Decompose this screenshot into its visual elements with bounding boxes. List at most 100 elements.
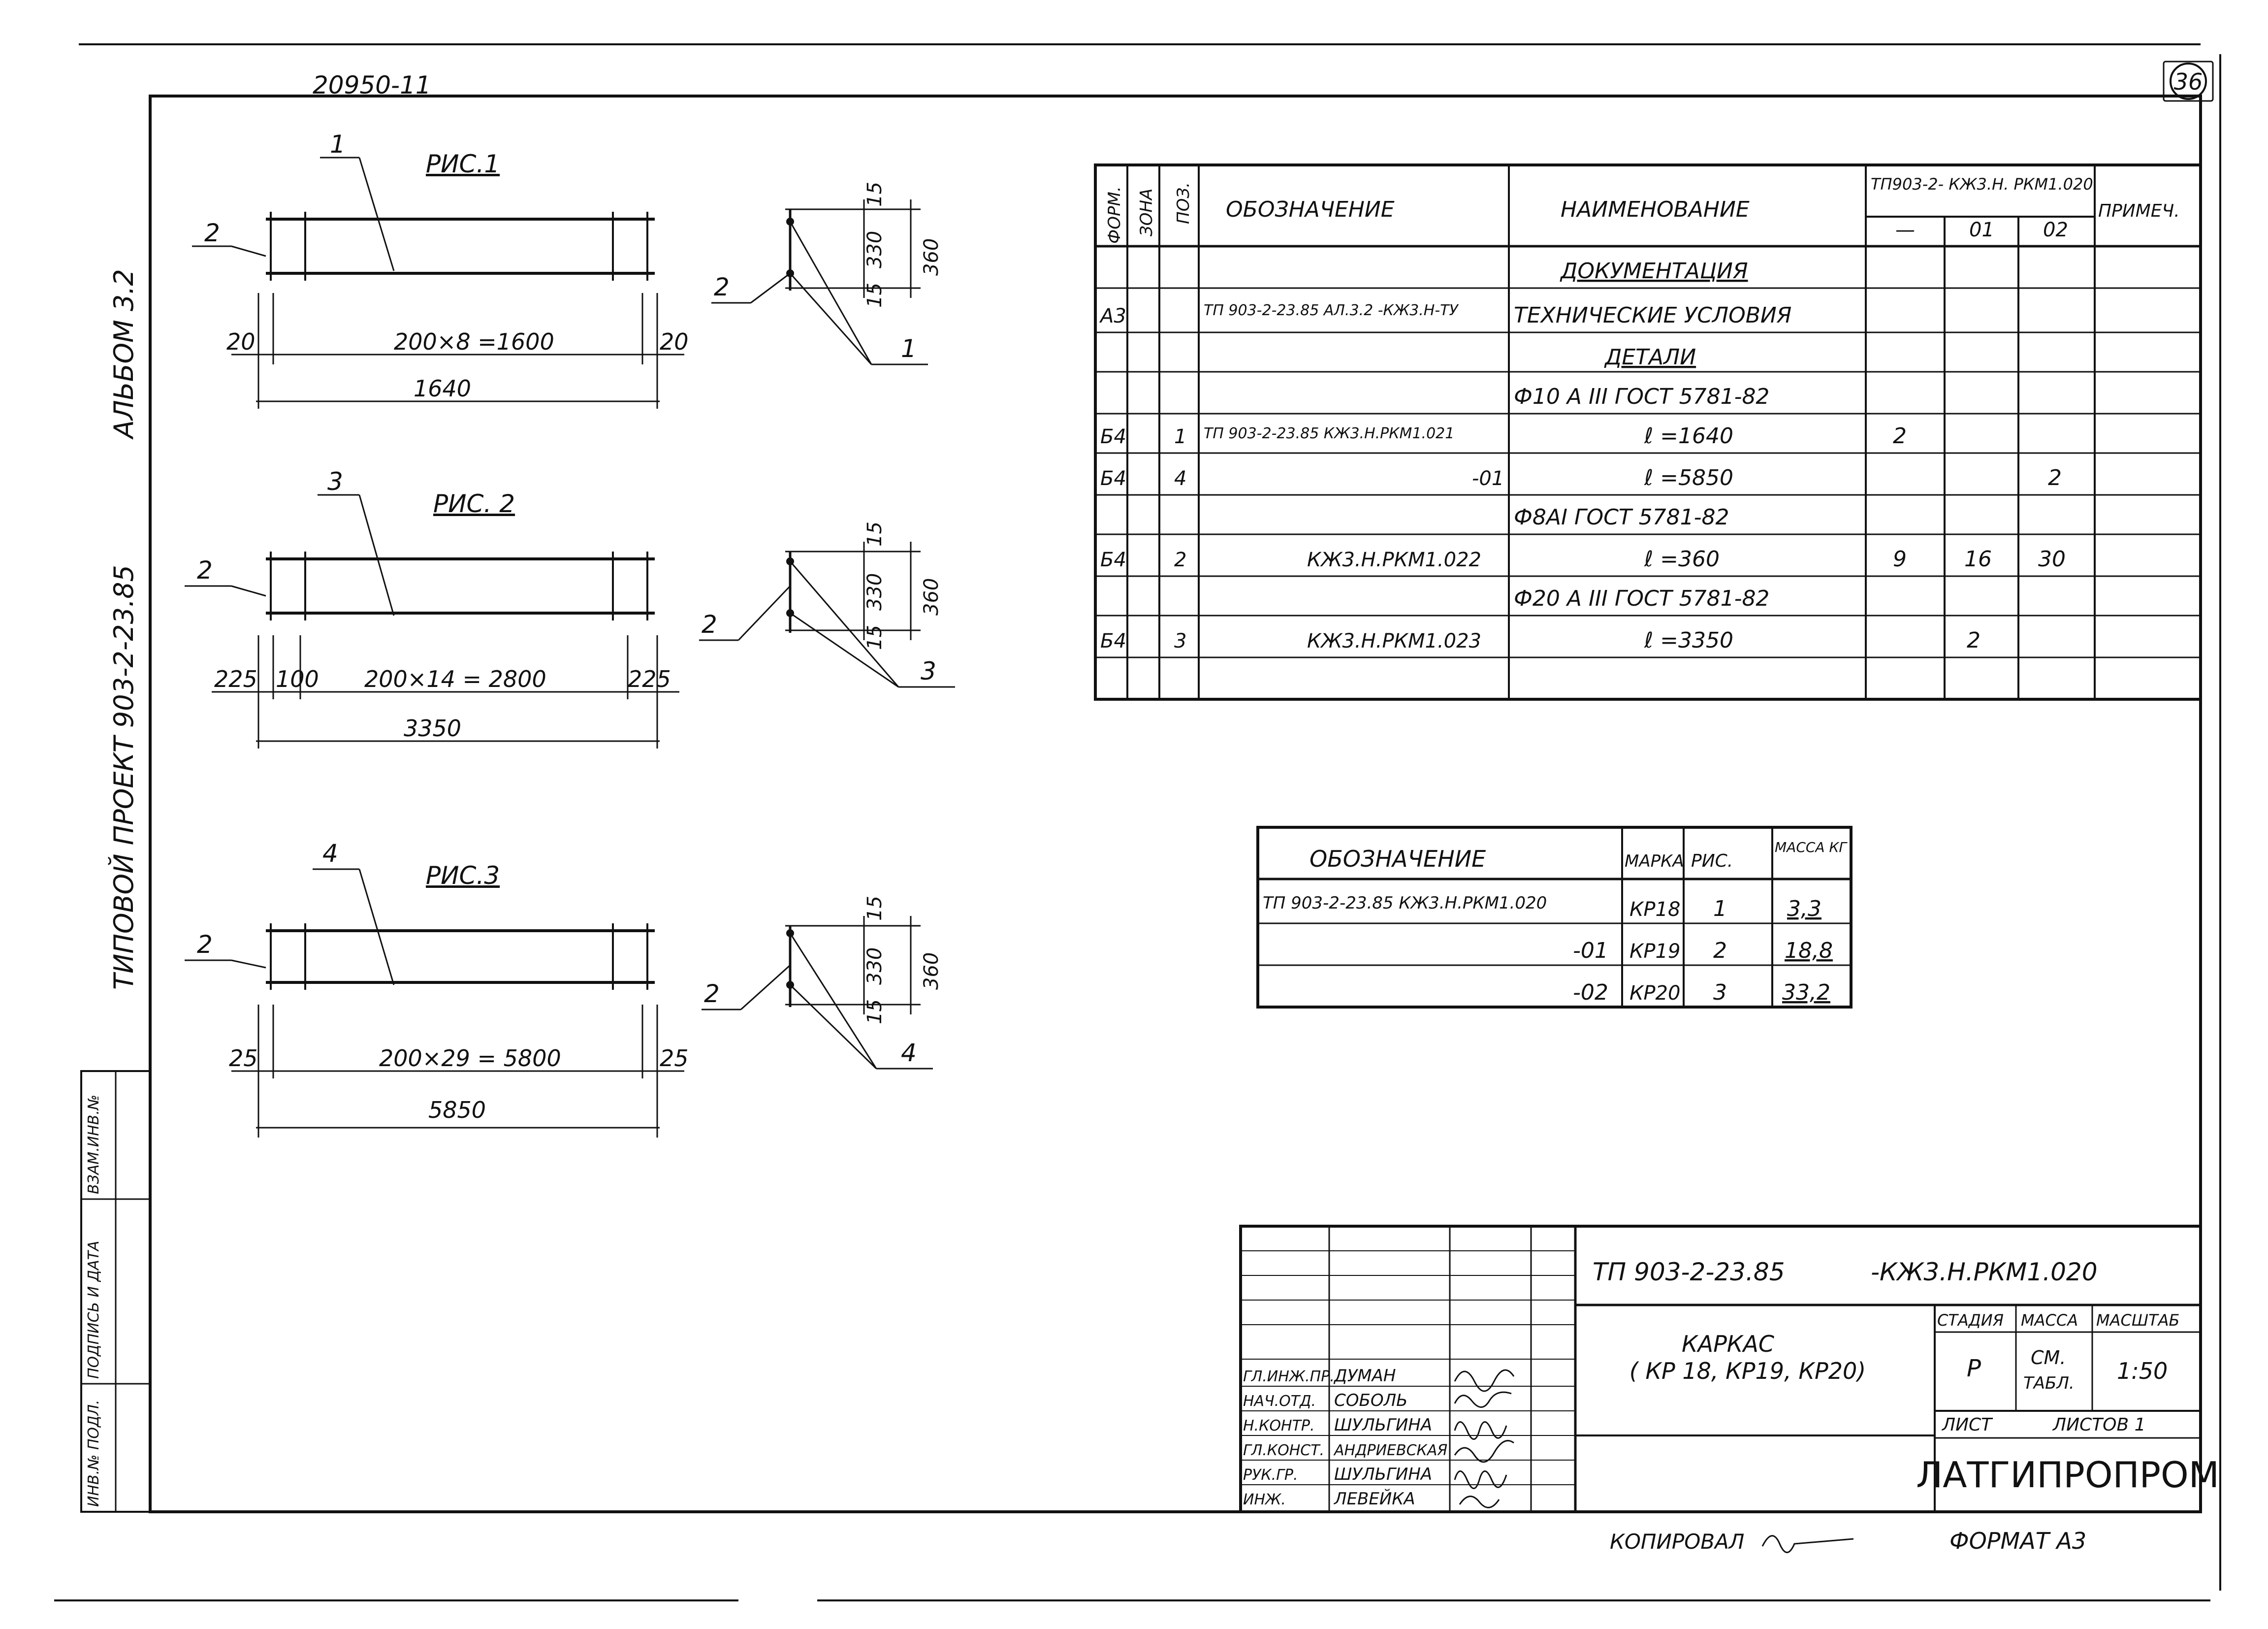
figure-1-title: РИС.1 — [426, 150, 500, 178]
figure-2-dim-mid: 330 — [863, 573, 886, 611]
spec-row-8-pos: 2 — [1174, 549, 1186, 571]
mark-row-3-designation: -02 — [1573, 980, 1608, 1005]
spec-header-form: ФОРМ. — [1105, 186, 1124, 244]
spec-header-zone: ЗОНА — [1137, 189, 1156, 236]
spec-row-4-name: Ф10 А III ГОСТ 5781-82 — [1514, 384, 1769, 409]
mark-row-3-mark: КР20 — [1629, 982, 1680, 1005]
spec-header-designation: ОБОЗНАЧЕНИЕ — [1226, 197, 1395, 222]
role-2: НАЧ.ОТД. — [1243, 1393, 1316, 1410]
figure-2-left-offset: 225 — [214, 666, 257, 692]
spec-row-6-designation: -01 — [1472, 467, 1504, 490]
spec-row-8-designation: КЖ3.Н.РКМ1.022 — [1307, 549, 1481, 571]
mark-table: ОБОЗНАЧЕНИЕ МАРКА РИС. МАССА КГ ТП 903-2… — [1256, 826, 1853, 1009]
figure-3-span: 200×29 = 5800 — [379, 1045, 561, 1072]
mark-row-2-mass: 18,8 — [1785, 938, 1833, 963]
figure-2-pos-rod: 2 — [197, 556, 213, 585]
title-code: ТП 903-2-23.85 — [1593, 1258, 1785, 1286]
spec-row-6-c2: 2 — [2048, 465, 2062, 490]
spec-header-col-01: 01 — [1969, 219, 1994, 241]
spec-header-group: ТП903-2- КЖ3.Н. РКМ1.020 — [1871, 175, 2093, 194]
mass-label: МАССА — [2021, 1311, 2078, 1330]
project-label: ТИПОВОЙ ПРОЕКТ 903-2-23.85 — [108, 565, 139, 990]
figure-1-span: 200×8 =1600 — [394, 328, 554, 355]
figure-3-dim-total: 360 — [920, 952, 943, 990]
mark-header-mass: МАССА КГ — [1775, 839, 1848, 855]
mark-header-mark: МАРКА — [1625, 851, 1684, 871]
figure-3-dim-mid: 330 — [863, 947, 886, 985]
spec-row-8-c2: 30 — [2038, 547, 2066, 572]
spec-row-6-name: ℓ =5850 — [1644, 465, 1733, 490]
stage-value: Р — [1967, 1355, 1981, 1382]
spec-row-10-form: Б4 — [1100, 630, 1126, 652]
mark-row-3-mass: 33,2 — [1782, 980, 1830, 1005]
mark-row-1-designation: ТП 903-2-23.85 КЖ3.Н.РКМ1.020 — [1263, 893, 1547, 913]
spec-row-2-name: ТЕХНИЧЕСКИЕ УСЛОВИЯ — [1514, 303, 1791, 328]
spec-row-8-c0: 9 — [1893, 547, 1907, 572]
figure-1-dim-bot: 15 — [863, 283, 886, 308]
figure-2-total: 3350 — [404, 715, 461, 742]
copied-by-label: КОПИРОВАЛ — [1610, 1530, 1744, 1554]
mark-row-1-mass: 3,3 — [1787, 896, 1821, 921]
spec-header-pos: ПОЗ. — [1174, 182, 1193, 224]
mass-value-line1: СМ. — [2031, 1347, 2066, 1368]
mark-row-1-mark: КР18 — [1629, 898, 1680, 921]
figure-3-section-pos-bar: 4 — [901, 1039, 917, 1067]
person-1: ДУМАН — [1333, 1366, 1396, 1386]
figure-1-total: 1640 — [414, 375, 471, 402]
spec-row-8-c1: 16 — [1964, 547, 1992, 572]
figure-3-pos-bar: 4 — [322, 839, 338, 868]
figure-1-dim-mid: 330 — [863, 231, 886, 268]
person-3: ШУЛЬГИНА — [1334, 1415, 1432, 1435]
figure-3: РИС.3 4 2 25 200×29 = 5800 25 5850 15 33… — [185, 839, 943, 1138]
figure-3-title: РИС.3 — [426, 861, 500, 890]
mark-row-3-fig: 3 — [1713, 980, 1727, 1005]
title-name-line2: ( КР 18, КР19, КР20) — [1629, 1358, 1866, 1384]
figure-3-left-offset: 25 — [229, 1045, 258, 1072]
figure-3-section-pos-rod: 2 — [704, 979, 720, 1008]
figure-1-section-pos-rod: 2 — [714, 273, 730, 301]
spec-row-1-name: ДОКУМЕНТАЦИЯ — [1560, 259, 1748, 284]
stamp-replace-inv: ВЗАМ.ИНВ.№ — [85, 1095, 102, 1194]
figure-1-dim-top: 15 — [863, 182, 886, 207]
spec-row-10-designation: КЖ3.Н.РКМ1.023 — [1307, 630, 1481, 652]
signatures — [1454, 1369, 1515, 1508]
figure-3-total: 5850 — [428, 1097, 486, 1123]
page-number: 36 — [2174, 68, 2203, 95]
figure-1-pos-bar: 1 — [330, 130, 346, 159]
role-1: ГЛ.ИНЖ.ПР. — [1243, 1368, 1335, 1385]
figure-2-dim-top: 15 — [863, 521, 886, 547]
spec-header-name: НАИМЕНОВАНИЕ — [1561, 197, 1750, 222]
stamp-inv-no: ИНВ.№ ПОДЛ. — [85, 1400, 102, 1507]
stamp-sign-date: ПОДПИСЬ И ДАТА — [85, 1241, 102, 1379]
figure-2: РИС. 2 3 2 225 100 200×14 = 2800 225 335… — [185, 467, 955, 749]
role-4: ГЛ.КОНСТ. — [1243, 1442, 1324, 1459]
page-number-badge: 36 — [2163, 61, 2214, 102]
spec-header-col-02: 02 — [2043, 219, 2068, 241]
person-4: АНДРИЕВСКАЯ — [1333, 1442, 1447, 1459]
figure-2-dim-bot: 15 — [863, 625, 886, 650]
title-block: ТП 903-2-23.85 -КЖ3.Н.РКМ1.020 КАРКАС ( … — [1239, 1225, 2219, 1513]
spec-row-6-pos: 4 — [1174, 467, 1186, 490]
role-5: РУК.ГР. — [1243, 1466, 1298, 1484]
spec-row-10-pos: 3 — [1174, 630, 1186, 652]
figure-2-section-pos-bar: 3 — [921, 657, 936, 685]
mark-row-1-fig: 1 — [1713, 896, 1727, 921]
sheets-label: ЛИСТОВ 1 — [2052, 1415, 2146, 1435]
spec-row-5-name: ℓ =1640 — [1644, 424, 1733, 449]
figure-2-pos-bar: 3 — [327, 467, 343, 496]
figure-3-dim-top: 15 — [863, 896, 886, 921]
scale-label: МАСШТАБ — [2096, 1311, 2179, 1330]
sheet-frame — [54, 43, 2221, 1601]
title-code-suffix: -КЖ3.Н.РКМ1.020 — [1871, 1258, 2098, 1286]
spec-header-col-dash: — — [1895, 219, 1915, 241]
spec-header-note: ПРИМЕЧ. — [2098, 201, 2180, 221]
spec-row-9-name: Ф20 А III ГОСТ 5781-82 — [1514, 586, 1769, 611]
spec-row-10-name: ℓ =3350 — [1644, 628, 1733, 653]
figure-2-right-offset: 225 — [628, 666, 671, 692]
org-name: ЛАТГИПРОПРОМ — [1916, 1454, 2219, 1496]
spec-row-8-form: Б4 — [1100, 549, 1126, 571]
copier-signature — [1761, 1535, 1854, 1553]
spec-row-10-c1: 2 — [1967, 628, 1981, 653]
archive-number: 20950-11 — [313, 71, 431, 99]
